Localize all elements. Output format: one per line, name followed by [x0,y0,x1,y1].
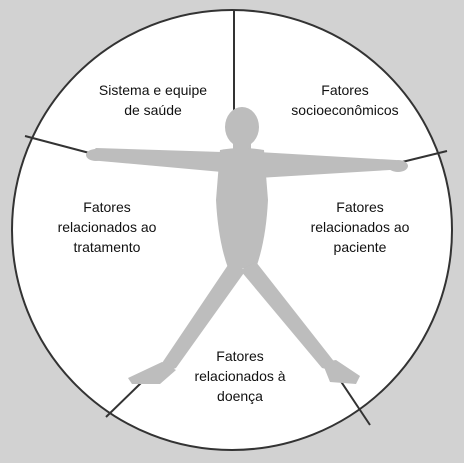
divider-right [397,150,448,164]
divider-left [24,135,98,156]
segment-label-socioeconomicos: Fatores socioeconômicos [291,82,399,118]
segment-dividers [24,10,448,426]
segment-label-paciente: Fatores relacionados ao paciente [310,199,410,255]
human-figure-icon [86,107,408,384]
segment-label-tratamento: Fatores relacionados ao tratamento [57,199,157,255]
divider-bottom-left [105,381,143,418]
segment-label-doenca: Fatores relacionados à doença [194,348,286,404]
divider-bottom-right [339,379,371,426]
segment-label-sistema: Sistema e equipe de saúde [98,82,208,118]
